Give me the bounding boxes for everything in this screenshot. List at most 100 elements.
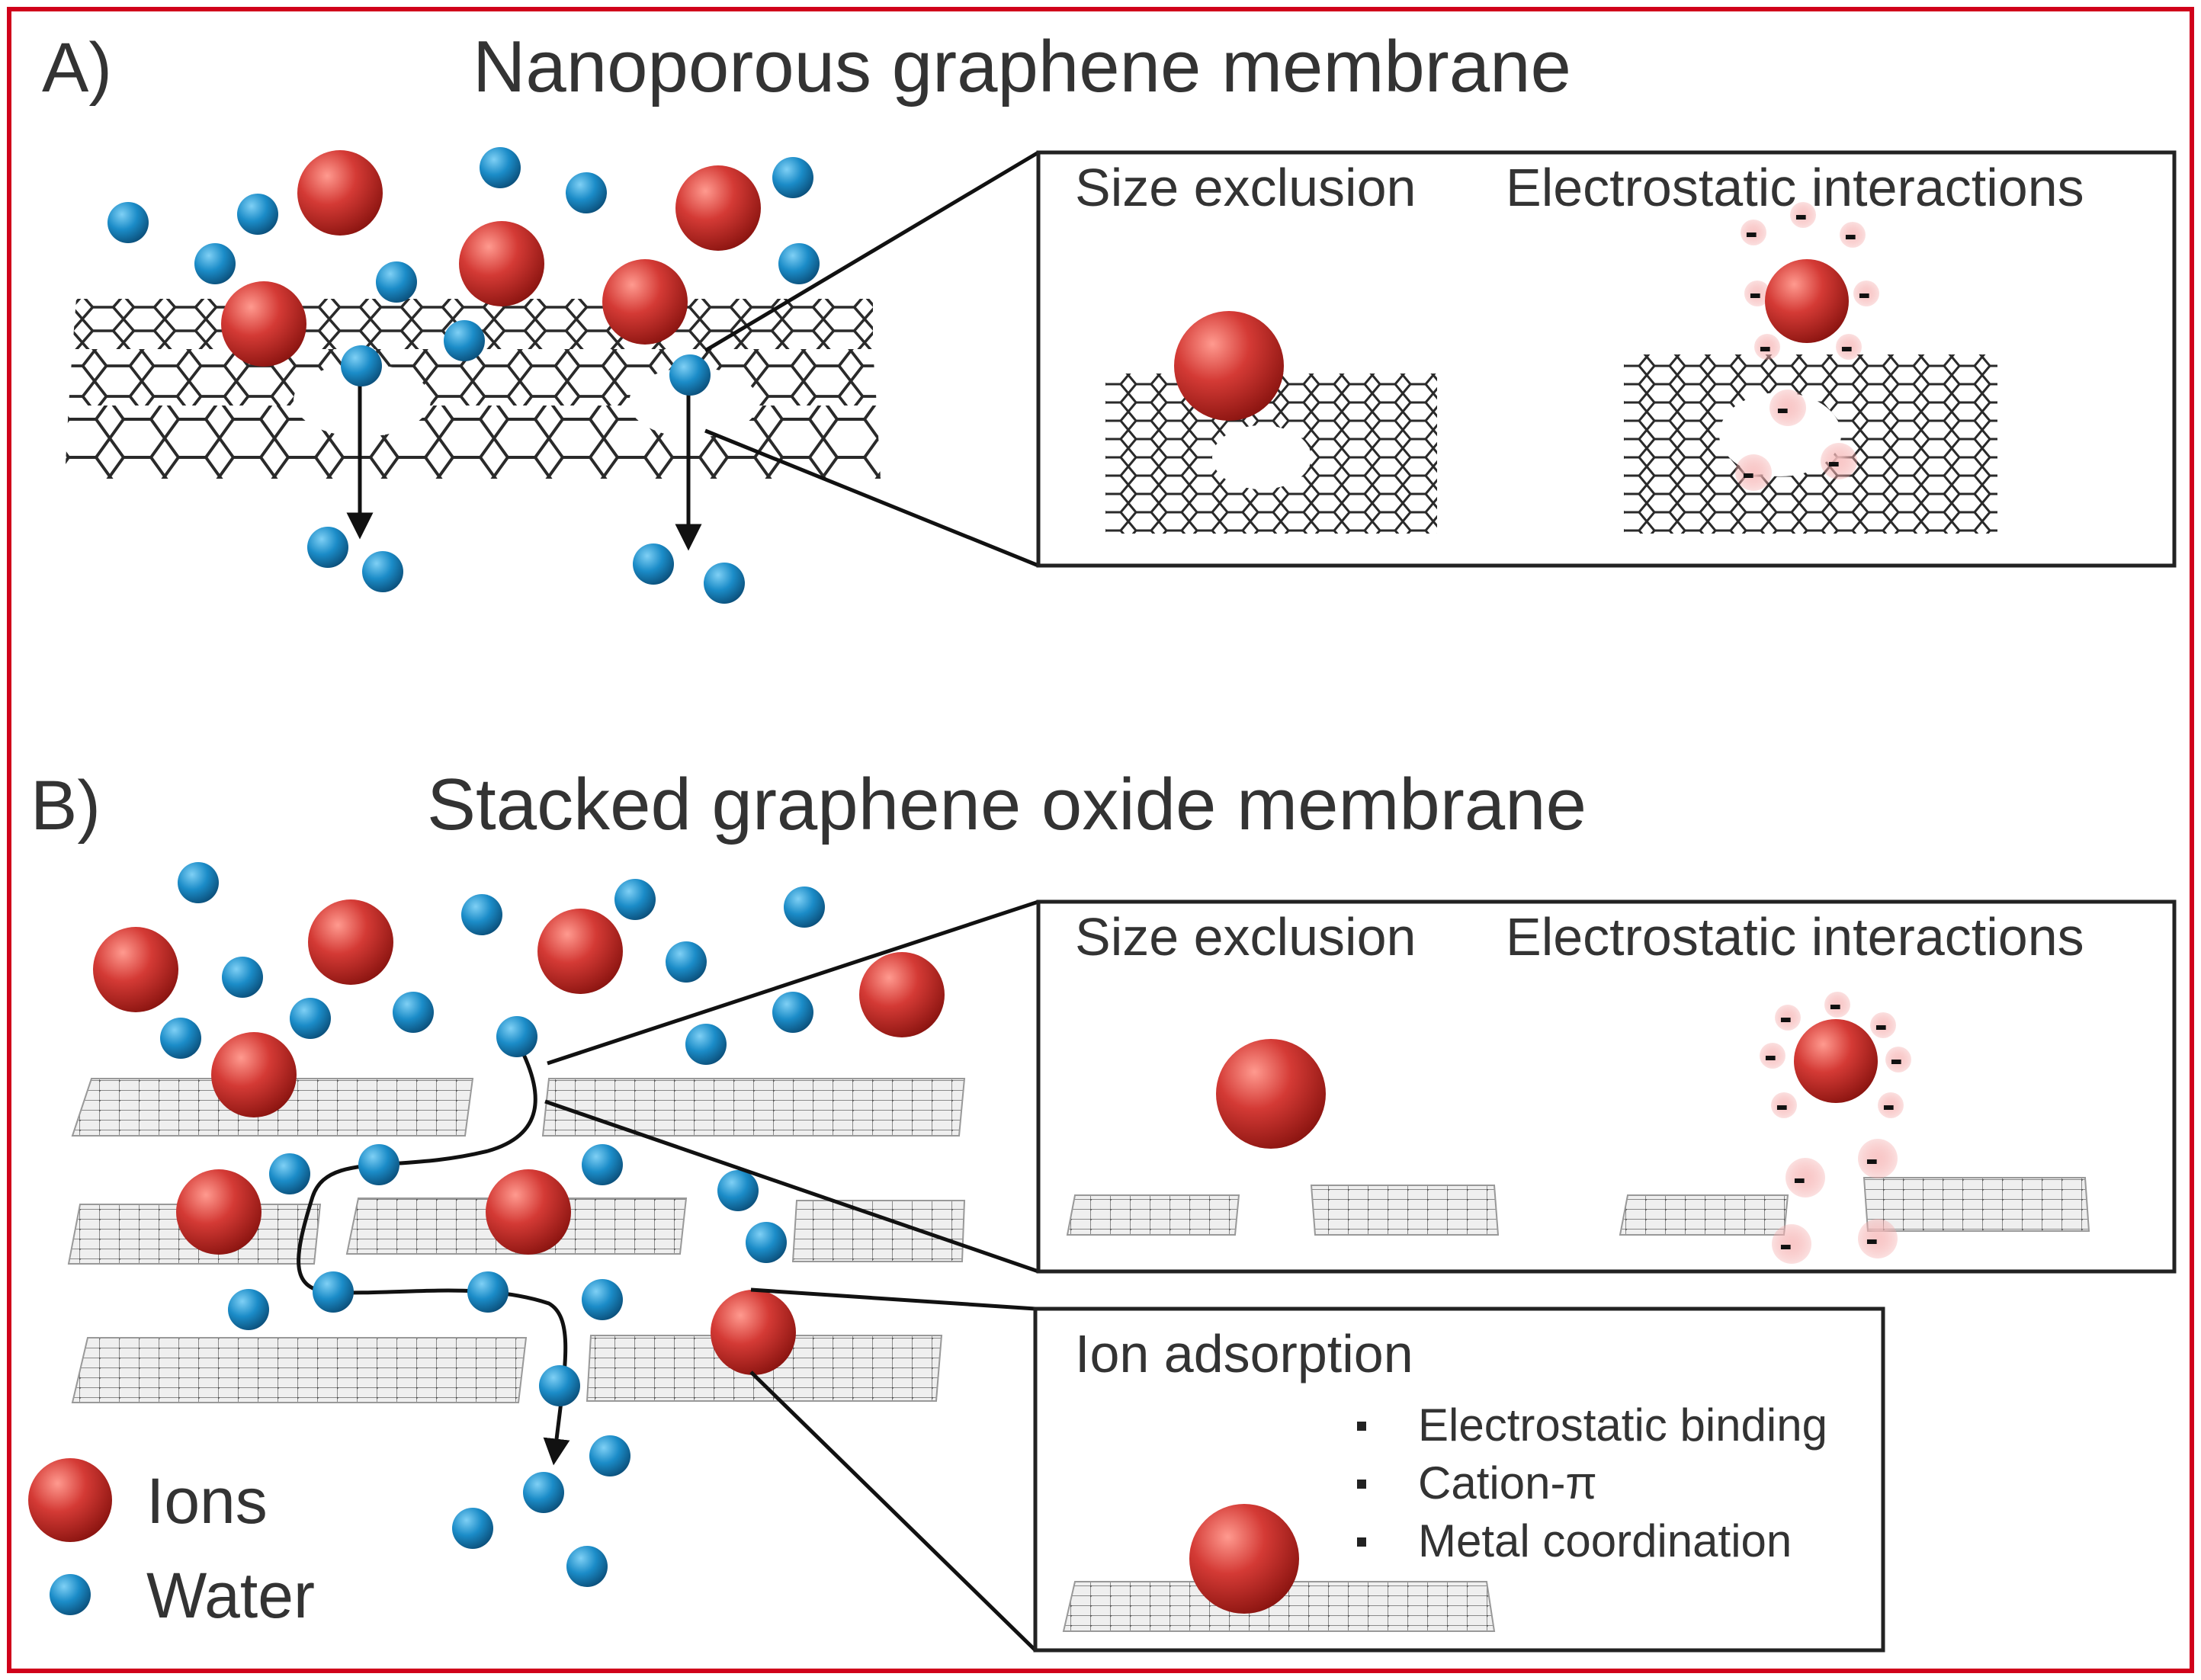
water-molecule: [566, 172, 607, 213]
water-molecule: [160, 1018, 201, 1059]
water-molecule: [376, 261, 417, 303]
ion: [1765, 259, 1849, 343]
ion: [675, 165, 761, 251]
inset-a: Size exclusion Electrostatic interaction…: [1036, 150, 2177, 568]
water-molecule: [228, 1289, 269, 1330]
nanopore: [629, 367, 759, 438]
ion-group-a: [221, 150, 761, 367]
water-molecule: [178, 862, 219, 903]
water-molecule: [566, 1546, 608, 1587]
water-molecule: [467, 1271, 509, 1313]
ion: [211, 1032, 297, 1117]
water-molecule: [313, 1271, 354, 1313]
stacked-go-sheets: [67, 1078, 966, 1403]
ion: [1189, 1504, 1299, 1614]
go-sheet: [541, 1078, 966, 1137]
bullet-icon: [1357, 1537, 1366, 1547]
svg-text:-: -: [1829, 983, 1842, 1025]
pore-charges: - - -: [1735, 386, 1857, 494]
panel-b-letter: B): [30, 767, 101, 845]
water-molecule: [633, 543, 674, 585]
ion: [537, 909, 623, 994]
water-molecule: [452, 1508, 493, 1549]
svg-text:-: -: [1875, 1003, 1888, 1046]
water-molecule: [393, 992, 434, 1033]
ion: [221, 281, 306, 367]
svg-text:-: -: [1759, 325, 1772, 367]
ion: [93, 927, 178, 1012]
svg-text:-: -: [1793, 1156, 1806, 1199]
inset-b-size-exclusion-label: Size exclusion: [1075, 907, 1416, 967]
bullet-item: Cation-π: [1418, 1457, 1597, 1508]
go-sheet: [1310, 1185, 1500, 1236]
ion: [602, 259, 688, 345]
water-molecule: [341, 345, 382, 386]
water-molecule: [614, 879, 656, 920]
water-molecule: [685, 1024, 727, 1065]
water-molecule: [107, 202, 149, 243]
svg-text:-: -: [1776, 1083, 1789, 1126]
charged-ion: - - - - - - -: [1741, 193, 1879, 367]
bullet-icon: [1357, 1480, 1366, 1489]
ion: [859, 952, 945, 1037]
panel-a-title: Nanoporous graphene membrane: [473, 26, 1571, 107]
svg-text:-: -: [1795, 193, 1808, 236]
water-molecule: [539, 1365, 580, 1406]
water-molecule: [307, 527, 348, 568]
ion: [486, 1169, 571, 1255]
svg-text:-: -: [1882, 1083, 1895, 1126]
svg-text:-: -: [1776, 386, 1789, 429]
legend: Ions Water: [28, 1458, 315, 1631]
ion: [308, 899, 393, 985]
panel-b: B) Stacked graphene oxide membrane: [28, 764, 2177, 1653]
charged-ion: - - - - - - -: [1760, 983, 1911, 1126]
water-molecule: [589, 1435, 630, 1476]
svg-text:-: -: [1890, 1037, 1903, 1080]
svg-text:-: -: [1858, 271, 1871, 314]
panel-b-title: Stacked graphene oxide membrane: [427, 764, 1587, 845]
go-sheet: [71, 1337, 528, 1403]
water-molecule: [704, 563, 745, 604]
nanopore: [294, 364, 431, 437]
water-molecule: [362, 551, 403, 592]
inset-a-size-exclusion-label: Size exclusion: [1075, 158, 1416, 217]
water-molecule: [444, 320, 485, 361]
water-molecule: [290, 998, 331, 1039]
ion: [1216, 1039, 1326, 1149]
legend-ion-swatch: [28, 1458, 112, 1542]
ion: [711, 1290, 796, 1375]
ion-adsorption-box: Ion adsorption Electrostatic binding Cat…: [1033, 1306, 1885, 1653]
figure-frame: [7, 7, 2194, 1673]
svg-text:-: -: [1742, 451, 1755, 494]
water-molecule: [237, 194, 278, 235]
ion: [459, 221, 544, 306]
water-molecule: [222, 957, 263, 998]
bullet-icon: [1357, 1422, 1366, 1431]
svg-text:-: -: [1827, 440, 1840, 483]
svg-text:-: -: [1840, 325, 1853, 367]
water-molecule: [582, 1144, 623, 1185]
ion: [1794, 1019, 1878, 1103]
water-molecule: [480, 147, 521, 188]
go-sheet: [1863, 1177, 2090, 1232]
ion-group-b: [93, 899, 945, 1375]
water-molecule: [496, 1016, 537, 1057]
ion: [297, 150, 383, 236]
water-molecule: [461, 894, 502, 935]
panel-a-letter: A): [42, 29, 112, 107]
legend-water-swatch: [50, 1574, 91, 1615]
water-molecule: [358, 1144, 399, 1185]
water-molecule: [669, 354, 711, 396]
inset-b: Size exclusion Electrostatic interaction…: [1036, 899, 2177, 1274]
go-sheet: [1619, 1194, 1789, 1236]
svg-text:-: -: [1844, 213, 1857, 255]
bullet-item: Electrostatic binding: [1418, 1399, 1827, 1451]
inset-a-electrostatic-sheet: [1624, 354, 1997, 534]
svg-text:-: -: [1745, 210, 1758, 253]
ion: [176, 1169, 261, 1255]
water-molecule: [194, 243, 236, 284]
water-permeation-path: [297, 1035, 570, 1466]
svg-text:-: -: [1749, 271, 1762, 314]
svg-text:-: -: [1866, 1137, 1879, 1180]
